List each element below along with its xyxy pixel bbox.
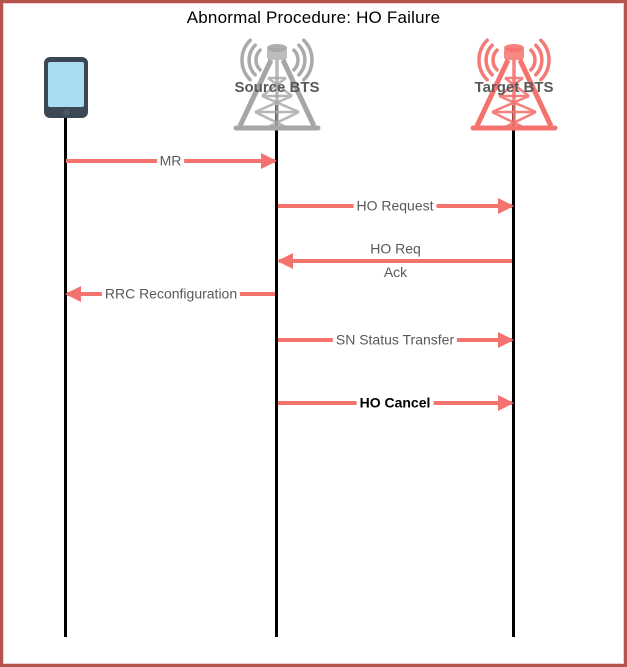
ue-lifeline <box>64 117 67 637</box>
arrowhead-right-icon <box>498 395 514 411</box>
arrowhead-left-icon <box>65 286 81 302</box>
message-label: HO Cancel <box>356 394 434 412</box>
message-label-line2: Ack <box>380 264 411 282</box>
message-line <box>279 259 512 263</box>
source-bts-lifeline <box>275 105 278 637</box>
message-label: HO Req <box>367 240 424 258</box>
arrowhead-left-icon <box>277 253 293 269</box>
source-bts-tower-icon <box>222 38 332 138</box>
smartphone-home-button <box>62 109 70 116</box>
smartphone-icon <box>44 57 88 118</box>
target-bts-label: Target BTS <box>474 79 554 96</box>
source-bts-label: Source BTS <box>234 79 320 96</box>
smartphone-screen <box>48 62 84 107</box>
target-bts-lifeline <box>512 105 515 637</box>
target-bts-tower-icon <box>459 38 569 138</box>
message-label: SN Status Transfer <box>332 331 458 349</box>
diagram-title: Abnormal Procedure: HO Failure <box>186 8 441 27</box>
arrowhead-right-icon <box>498 198 514 214</box>
message-label: HO Request <box>353 197 437 215</box>
message-label: RRC Reconfiguration <box>101 285 241 303</box>
message-label: MR <box>156 152 185 170</box>
arrowhead-right-icon <box>261 153 277 169</box>
arrowhead-right-icon <box>498 332 514 348</box>
